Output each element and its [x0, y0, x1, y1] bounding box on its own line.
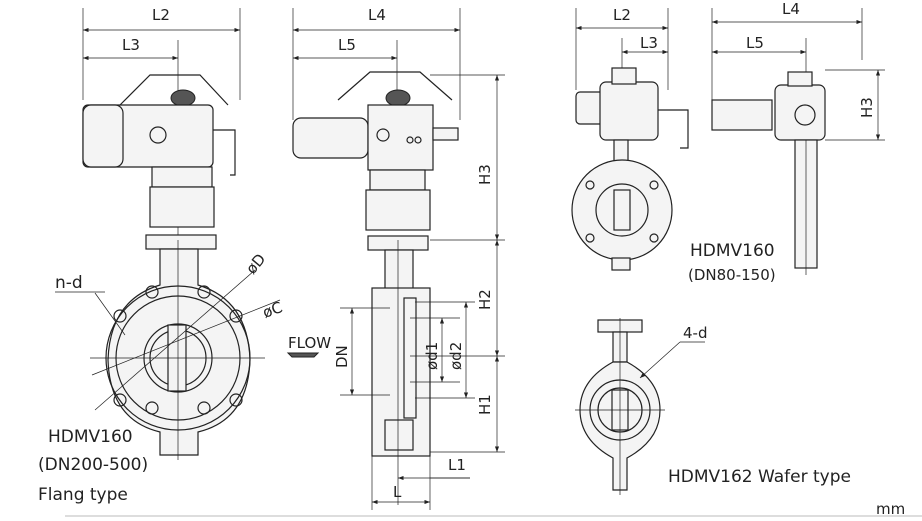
right-bottom-model-label: HDMV162 Wafer type: [668, 467, 851, 487]
dim-L: L: [393, 483, 402, 501]
flow-arrow-icon: [286, 352, 320, 358]
dim-L4: L4: [368, 6, 386, 24]
dim-phi-d1: ød1: [423, 342, 441, 370]
right-top-model-name: HDMV160: [690, 241, 775, 261]
dim-L2: L2: [152, 6, 170, 24]
dim-4-d: 4-d: [683, 324, 707, 342]
dim-phi-d2: ød2: [447, 342, 465, 370]
right-top-model-range: (DN80-150): [688, 266, 776, 284]
dim-L5-small: L5: [746, 34, 764, 52]
flow-label: FLOW: [288, 334, 331, 352]
flange-valve-side-view: L4 L5 H3 H2 H1 DN: [292, 6, 505, 510]
dim-L2-small: L2: [613, 6, 631, 24]
dim-L1: L1: [448, 456, 466, 474]
dim-H3: H3: [476, 164, 494, 185]
dim-L3-small: L3: [640, 34, 658, 52]
dim-phi-C: øC: [260, 298, 285, 322]
dim-H2: H2: [476, 289, 494, 310]
handwheel-icon: [119, 74, 229, 106]
small-valve-front-view: L2 L3 HDMV160 (DN80-150): [571, 6, 776, 284]
dim-L3: L3: [122, 36, 140, 54]
dim-n-d: n-d: [55, 273, 83, 293]
flange-valve-front-view: L2 L3 n-d øD øC H: [38, 6, 285, 505]
wafer-valve-front-view: 4-d HDMV162 Wafer type: [575, 318, 851, 495]
bolt-holes: [113, 285, 243, 415]
left-model-range: (DN200-500): [38, 455, 148, 475]
unit-label: mm: [876, 500, 905, 518]
flow-indicator: FLOW: [286, 334, 331, 358]
dim-DN: DN: [333, 345, 351, 368]
left-model-type: Flang type: [38, 485, 128, 505]
dim-phi-D: øD: [242, 250, 269, 277]
dim-L5: L5: [338, 36, 356, 54]
dim-H1: H1: [476, 394, 494, 415]
small-valve-side-view: L4 L5 H3: [711, 0, 885, 275]
dim-H3-small: H3: [858, 97, 876, 118]
dim-L4-small: L4: [782, 0, 800, 18]
left-model-name: HDMV160: [48, 427, 133, 447]
